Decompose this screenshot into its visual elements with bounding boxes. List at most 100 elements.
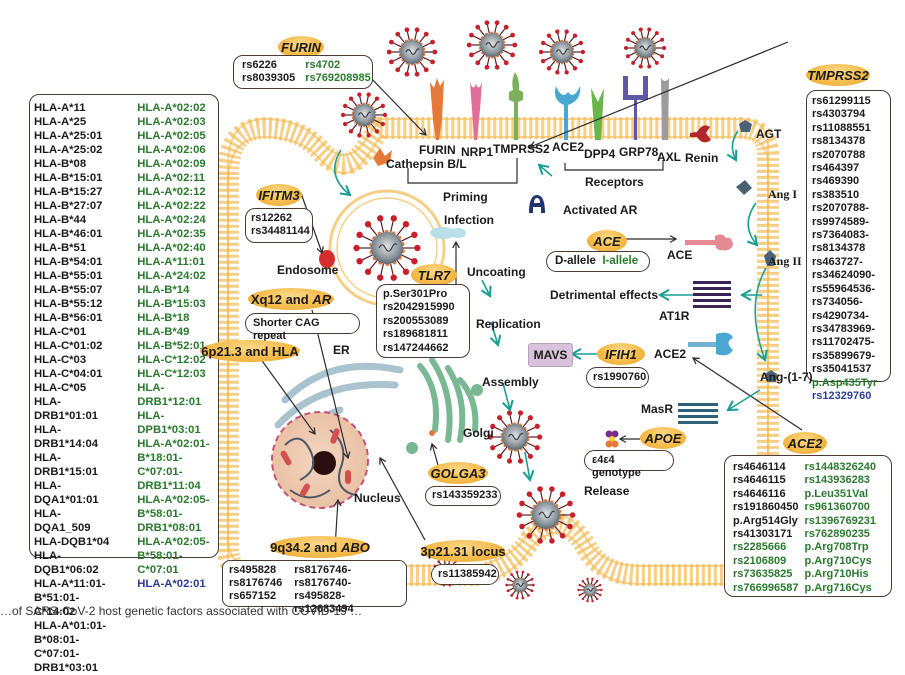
variant-item: HLA-C*01 bbox=[34, 326, 87, 338]
receptor-grp78 bbox=[623, 76, 648, 140]
tlr7-protein bbox=[430, 227, 456, 239]
virus-particle bbox=[624, 27, 666, 69]
variant-item: rs2070788- bbox=[812, 202, 869, 215]
golgi-release-arrow bbox=[522, 451, 535, 483]
gene-pill-tmprss2: TMPRSS2 bbox=[806, 64, 870, 86]
variant-item: HLA-B*54:01 bbox=[34, 256, 103, 268]
receptor-furin bbox=[430, 78, 444, 140]
gene-pill-xq12-ar: Xq12 and AR bbox=[248, 288, 334, 310]
ar-arrow bbox=[311, 309, 351, 460]
label-er: ER bbox=[333, 343, 350, 357]
variant-item: HLA-A*24:02 bbox=[137, 270, 206, 282]
gene-pill-apoe: APOE bbox=[640, 427, 686, 449]
mavs-box: MAVS bbox=[528, 343, 573, 367]
variant-item: HLA-A*11:01 bbox=[137, 256, 206, 268]
variant-item: HLA-B*15:27 bbox=[34, 186, 103, 198]
virus-particle bbox=[386, 27, 438, 77]
ace2-enzyme bbox=[688, 342, 720, 347]
variant-item: HLA-A*02:35 bbox=[137, 228, 206, 240]
entry-arrow bbox=[333, 149, 352, 197]
variant-item: rs4646116 bbox=[733, 487, 786, 500]
cell-membrane bbox=[217, 116, 780, 586]
variant-item: rs34783969- bbox=[812, 322, 876, 335]
variant-item: HLA-C*03 bbox=[34, 354, 87, 366]
virus-particle bbox=[466, 20, 518, 70]
variant-item: HLA-B*46:01 bbox=[34, 228, 103, 240]
variant-item: HLA-A*11:01- bbox=[34, 578, 106, 590]
gene-pill-9q34-abo: 9q34.2 and ABO bbox=[270, 536, 370, 558]
variant-item: HLA-B*15:01 bbox=[34, 172, 103, 184]
ang1-icon bbox=[736, 180, 752, 195]
variant-item: HLA-DPB1*03:01 bbox=[137, 410, 201, 436]
gene-pill-tlr7: TLR7 bbox=[411, 264, 457, 286]
variant-item: rs762890235 bbox=[804, 528, 870, 541]
variant-item: rs7364083- bbox=[812, 229, 869, 242]
ang17-masr-arrow bbox=[726, 389, 761, 412]
variant-item: HLA-C*01:02 bbox=[34, 340, 103, 352]
variant: rs6226 bbox=[242, 59, 277, 71]
ar-variants-box: Shorter CAG repeat bbox=[245, 313, 360, 342]
variant-item: HLA-DQB1*06:02 bbox=[34, 550, 99, 576]
variant-item: HLA-B*27:07 bbox=[34, 200, 103, 212]
variant-item: rs9974589- bbox=[812, 215, 869, 228]
variant-item: HLA-A*25:02 bbox=[34, 144, 103, 156]
variant-item: p.Arg710Cys bbox=[804, 554, 872, 567]
variant-item: HLA-B*08 bbox=[34, 158, 87, 170]
variant-item: rs2106809 bbox=[733, 554, 787, 567]
variant-item: B*08:01-C*07:01- bbox=[34, 634, 80, 660]
virus-group bbox=[340, 20, 666, 603]
variant-item: HLA-B*55:07 bbox=[34, 284, 103, 296]
variant-item: rs12329760 bbox=[812, 389, 872, 402]
label-uncoating: Uncoating bbox=[467, 265, 526, 279]
virus-particle bbox=[353, 215, 421, 281]
variant-item: HLA-B*18 bbox=[137, 312, 190, 324]
variant-item: rs143936283 bbox=[804, 474, 870, 487]
ifih1-variants-box: rs1990760 bbox=[586, 367, 649, 388]
variant-item: rs2070788 bbox=[812, 148, 866, 161]
replication-assembly-arrow bbox=[502, 382, 514, 412]
variant-item: rs463727- bbox=[812, 255, 863, 268]
virus-particle bbox=[487, 410, 543, 464]
gene-pill-ifitm3: IFITM3 bbox=[256, 184, 302, 206]
label-ang2: Ang II bbox=[768, 254, 802, 268]
variant-item: rs147244662 bbox=[383, 341, 449, 354]
variant: rs769208985 bbox=[305, 72, 371, 84]
label-axl: AXL bbox=[657, 150, 681, 164]
variant-item: rs189681811 bbox=[383, 328, 448, 341]
ifitm3-protein bbox=[319, 250, 335, 268]
receptor-tmprss2 bbox=[509, 72, 523, 140]
variant-item: B*18:01-C*07:01- bbox=[137, 452, 183, 478]
variant-item: HLA-B*55:01 bbox=[34, 270, 103, 282]
variant-item: HLA-C*12:03 bbox=[137, 368, 206, 380]
variant: rs8039305 bbox=[242, 72, 296, 84]
variant-item: rs766996587 bbox=[733, 581, 799, 594]
label-agt: AGT bbox=[756, 127, 782, 141]
variant-item: rs495828 bbox=[229, 564, 277, 576]
variant: rs34481144 bbox=[251, 225, 310, 237]
receptors-bracket bbox=[564, 160, 664, 171]
variant-item: rs1448326240 bbox=[804, 461, 877, 473]
variant-item: HLA-A*02:40 bbox=[137, 242, 206, 254]
label-renin: Renin bbox=[685, 151, 719, 165]
gene-pill-ace2: ACE2 bbox=[783, 432, 827, 454]
variant-item: HLA-B*15:03 bbox=[137, 298, 206, 310]
label-ace2-membrane: ACE2 bbox=[654, 347, 687, 361]
variant-item: HLA-DRB1*14:04 bbox=[34, 424, 99, 450]
golga3-dot bbox=[429, 430, 435, 436]
variant-item: HLA-A*11 bbox=[34, 102, 86, 114]
ang1-ang2-arrow bbox=[746, 202, 759, 247]
ace-variants-box: D-allele I-allele bbox=[546, 251, 650, 272]
label-infection: Infection bbox=[444, 213, 494, 227]
variant-item: HLA-A*02:24 bbox=[137, 214, 206, 226]
variant-item: rs2285666 bbox=[733, 541, 787, 554]
golgi bbox=[406, 357, 483, 454]
label-priming: Priming bbox=[443, 190, 488, 204]
variant-item: HLA-B*44 bbox=[34, 214, 87, 226]
variant-item: HLA-DRB1*12:01 bbox=[137, 382, 202, 408]
variant-item: rs469390 bbox=[812, 175, 860, 188]
variant-item: p.Arg708Trp bbox=[804, 541, 869, 554]
